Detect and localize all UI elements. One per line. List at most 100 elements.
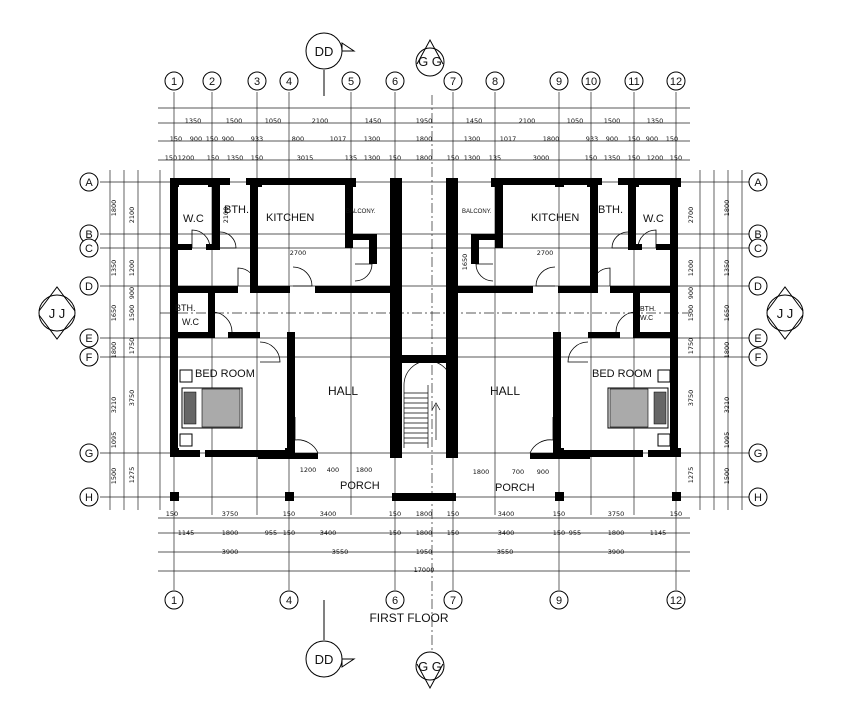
grid-bubble-bottom-6: 6 [385,590,405,610]
grid-bubble-col-7: 7 [443,71,463,91]
wall-segment [402,355,454,363]
grid-bubble-row-A-r: A [748,172,768,192]
wall-segment [633,293,640,338]
structural-column [170,178,179,187]
dim-interior: 1800 [356,466,373,474]
bed-pillow [183,391,197,425]
grid-row-label: E [754,333,761,345]
dim-left-inner: 1200 [128,260,136,277]
grid-bottom-label: 4 [286,595,292,607]
dim-right-outer: 1350 [723,260,731,277]
door-swings [191,229,657,454]
dim-right-outer: 1500 [723,468,731,485]
grid-row-label: G [754,448,763,460]
wall-segment [670,178,678,456]
dim-top-2: 150 [170,135,182,143]
wall-segment [392,493,456,501]
dim-bottom-1: 3400 [498,510,515,518]
section-marker-dd-top: DD [305,32,356,96]
dim-right-inner: 2700 [687,207,695,224]
door-swing [191,229,211,249]
room-label-wc-left-2: W.C [182,317,199,327]
dim-top-3: 1200 [647,154,664,162]
dim-top-2: 1800 [416,135,433,143]
side-table [657,369,671,383]
grid-row-label: G [85,448,94,460]
grid-bubble-row-F-r: F [748,347,768,367]
grid-row-label: B [85,229,92,241]
door-swing-mirror [637,229,657,249]
grid-bubble-col-8: 8 [485,71,505,91]
dim-bottom-1: 1800 [416,510,433,518]
door-swing [294,417,319,454]
dim-top-1: 1500 [226,117,243,125]
dim-top-3: 1800 [416,154,433,162]
structural-column [449,448,458,457]
dim-bottom-2: 150 [447,529,459,537]
wall-segment [390,178,402,458]
dim-top-3: 3000 [533,154,550,162]
wall-segment [590,178,598,292]
dd-top-label: DD [315,44,334,59]
door-swing [211,311,233,333]
dim-top-3: 1350 [227,154,244,162]
wall-segment [648,450,678,457]
dim-interior: 1800 [473,468,490,476]
grid-bubble-row-G-r: G [748,443,768,463]
dim-bottom-1: 3400 [320,510,337,518]
wall-segment [315,286,395,293]
wall-segment [553,332,561,457]
structural-column [555,448,564,457]
dim-left-outer: 1800 [110,342,118,359]
wall-segment [178,286,238,293]
dim-left-outer: 3210 [110,397,118,414]
wall-segment [250,286,290,293]
dim-top-2: 1017 [500,135,517,143]
dim-left-inner: 900 [128,287,136,299]
section-marker-dd-bottom: DD [305,600,356,678]
door-swing [259,341,281,363]
dim-top-3: 135 [489,154,501,162]
dim-left-outer: 1350 [110,260,118,277]
dim-top-2: 150 [628,135,640,143]
grid-row-label: A [754,177,762,189]
room-labels: W.C BTH. KITCHEN BALCONY. BALCONY. KITCH… [175,204,664,494]
structural-column [449,178,458,187]
grid-bottom-label: 6 [392,595,398,607]
section-marker-jj-right: J J [766,286,804,340]
dim-bottom-3: 3550 [332,548,349,556]
wall-segment [446,178,458,458]
grid-bubble-col-5: 5 [341,71,361,91]
dim-top-1: 1450 [365,117,382,125]
grid-bubble-bottom-4: 4 [279,590,299,610]
dim-right-inner: 1750 [687,338,695,355]
dim-right-outer: 1800 [723,200,731,217]
grid-col-label: 6 [392,76,398,88]
grid-col-label: 1 [171,76,177,88]
room-label-porch-left: PORCH [340,480,380,492]
grid-bubble-col-4: 4 [279,71,299,91]
door-swing-mirror [591,267,611,287]
wall-segment [206,244,220,250]
wall-segment [656,244,670,250]
grid-row-label: F [86,352,93,364]
door-swing [475,263,494,282]
door-swing [354,263,373,282]
section-marker-gg-bottom: G G [415,651,445,690]
dim-bottom-2: 3400 [320,529,337,537]
dim-left-outer: 1650 [110,305,118,322]
wall-segment [345,178,353,248]
stair-outline [403,360,453,448]
grid-bubble-row-H-l: H [79,487,99,507]
grid-bubble-bottom-9: 9 [549,590,569,610]
wall-segment [558,286,598,293]
room-label-porch-right: PORCH [495,482,535,494]
dim-bottom-1: 150 [283,510,295,518]
wall-segment [492,178,602,185]
dim-bottom-1: 150 [447,510,459,518]
dim-interior: 1650 [461,254,469,271]
dim-top-1: 1350 [185,117,202,125]
structural-column [285,448,294,457]
furniture [179,369,671,447]
